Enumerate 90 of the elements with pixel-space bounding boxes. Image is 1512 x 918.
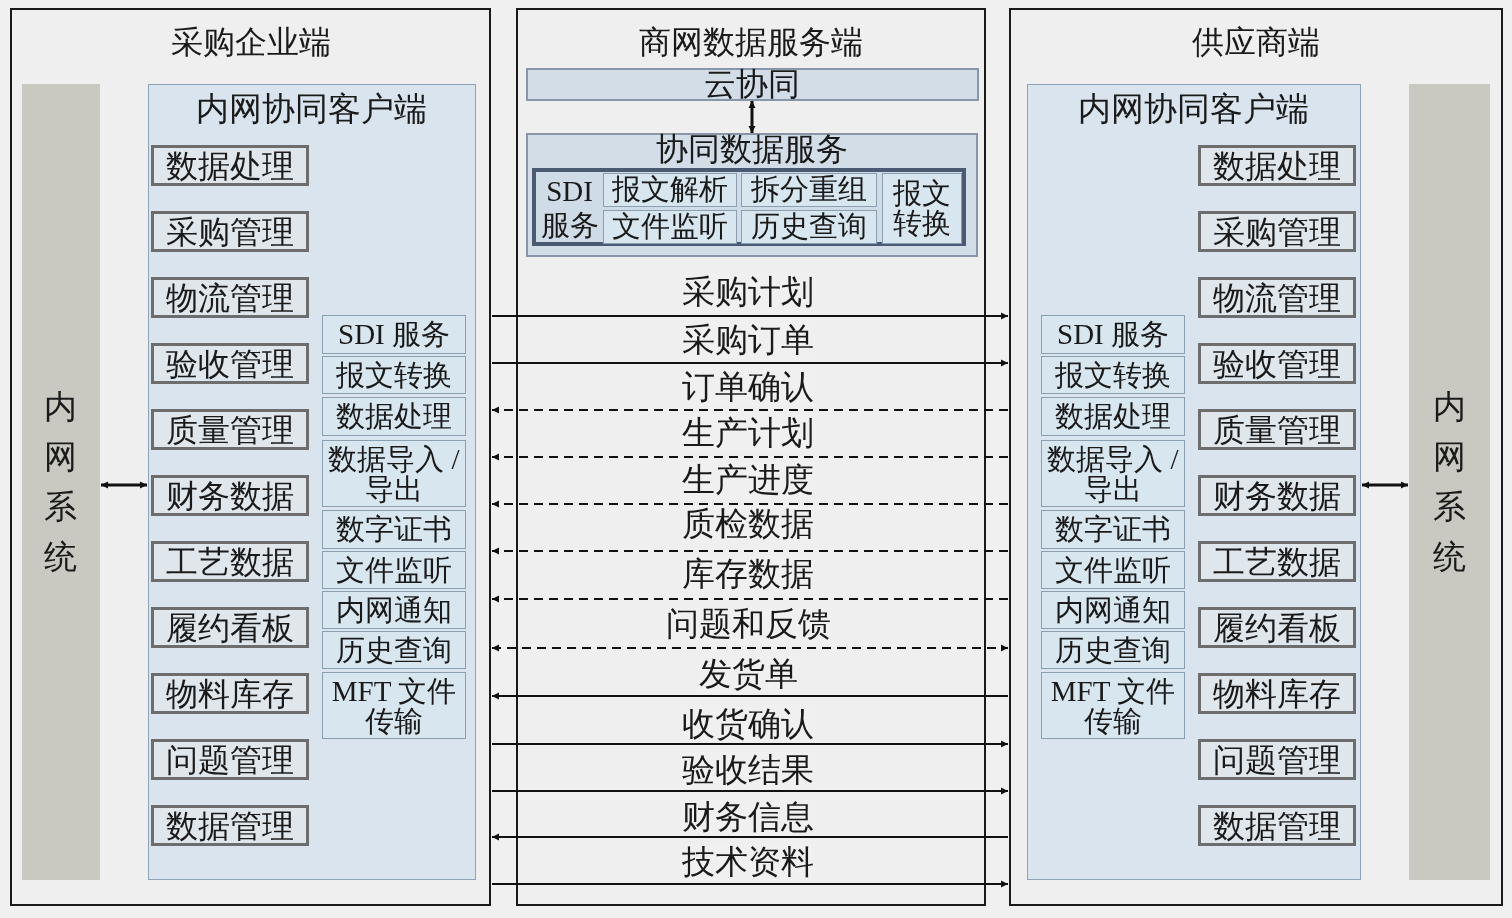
module-box: 财务数据: [1198, 475, 1356, 516]
arrow: [491, 312, 1009, 320]
arrow: [491, 833, 1009, 841]
module-box: 采购管理: [151, 211, 309, 252]
function-box: 文件监听: [322, 551, 466, 589]
module-box: 数据处理: [1198, 145, 1356, 186]
function-box: 数据导入 / 导出: [1041, 440, 1185, 507]
module-box: 数据处理: [151, 145, 309, 186]
arrow: [1362, 481, 1408, 489]
column-heading: 供应商端: [1191, 24, 1321, 60]
client-panel: [1026, 83, 1361, 880]
edge-label: 订单确认: [682, 369, 814, 405]
module-box: 采购管理: [1198, 211, 1356, 252]
module-box: 履约看板: [1198, 607, 1356, 648]
function-box: 数据导入 / 导出: [322, 440, 466, 507]
system-bar: 内网系统: [21, 83, 100, 880]
arrow: [491, 406, 1009, 414]
module-box: 财务数据: [151, 475, 309, 516]
arrow: [491, 453, 1009, 461]
function-box: SDI 服务: [322, 315, 466, 354]
column-panel: [10, 8, 491, 906]
function-box: 数字证书: [322, 510, 466, 549]
function-box: 数据处理: [322, 397, 466, 436]
function-box: 报文解析: [602, 172, 737, 207]
function-box: 历史查询: [1041, 631, 1185, 669]
panel-heading: 内网协同客户端: [195, 90, 428, 128]
function-box: 内网通知: [1041, 591, 1185, 629]
module-box: 问题管理: [151, 739, 309, 780]
module-box: 物流管理: [151, 277, 309, 318]
module-box: 质量管理: [1198, 409, 1356, 450]
arrow: [491, 547, 1009, 555]
module-box: 验收管理: [1198, 343, 1356, 384]
arrow: [491, 787, 1009, 795]
service-box: [531, 167, 966, 246]
module-box: 工艺数据: [1198, 541, 1356, 582]
module-box: 物料库存: [1198, 673, 1356, 714]
edge-label: 技术资料: [682, 844, 814, 880]
module-box: 物料库存: [151, 673, 309, 714]
arrow: [491, 595, 1009, 603]
edge-label: 生产进度: [682, 462, 814, 498]
function-box: 文件监听: [602, 209, 737, 244]
function-box: 报文转换: [881, 172, 962, 244]
edge-label: 收货确认: [682, 706, 814, 742]
edge-label: 质检数据: [682, 506, 814, 542]
function-box: 报文转换: [322, 356, 466, 394]
module-box: 问题管理: [1198, 739, 1356, 780]
module-box: 物流管理: [1198, 277, 1356, 318]
module-box: 数据管理: [151, 805, 309, 846]
arrow: [491, 644, 1009, 652]
arrow: [491, 359, 1009, 367]
edge-label: 生产计划: [682, 415, 814, 451]
panel-heading: 内网协同客户端: [1077, 90, 1310, 128]
column-heading: 商网数据服务端: [638, 24, 864, 60]
function-box: SDI 服务: [1041, 315, 1185, 354]
function-box: 内网通知: [322, 591, 466, 629]
module-box: 数据管理: [1198, 805, 1356, 846]
module-box: 履约看板: [151, 607, 309, 648]
function-box: MFT 文件传输: [322, 672, 466, 739]
module-box: 工艺数据: [151, 541, 309, 582]
edge-label: 财务信息: [682, 799, 814, 835]
function-box: 拆分重组: [740, 172, 877, 207]
edge-label: 采购计划: [682, 274, 814, 310]
function-box: 报文转换: [1041, 356, 1185, 394]
system-bar: 内网系统: [1408, 83, 1490, 880]
panel-heading: 协同数据服务: [654, 130, 849, 167]
function-box: 历史查询: [740, 209, 877, 244]
service-panel: [525, 132, 978, 257]
arrow: [491, 500, 1009, 508]
client-panel: [147, 83, 476, 880]
function-box: 数据处理: [1041, 397, 1185, 436]
arrow: [491, 880, 1009, 888]
arrow: [748, 101, 756, 133]
column-heading: 采购企业端: [169, 24, 332, 60]
module-box: 验收管理: [151, 343, 309, 384]
column-panel: [1009, 8, 1503, 906]
function-box: 历史查询: [322, 631, 466, 669]
function-box: 文件监听: [1041, 551, 1185, 589]
edge-label: 库存数据: [682, 556, 814, 592]
edge-label: 发货单: [698, 656, 798, 692]
arrow: [491, 692, 1009, 700]
cloud-box: 云协同: [525, 67, 979, 101]
function-box: MFT 文件传输: [1041, 672, 1185, 739]
box-label: SDI 服务: [539, 173, 600, 242]
arrow: [491, 740, 1009, 748]
edge-label: 问题和反馈: [665, 606, 831, 642]
arrow: [101, 481, 147, 489]
module-box: 质量管理: [151, 409, 309, 450]
edge-label: 采购订单: [682, 322, 814, 358]
edge-label: 验收结果: [682, 752, 814, 788]
function-box: 数字证书: [1041, 510, 1185, 549]
